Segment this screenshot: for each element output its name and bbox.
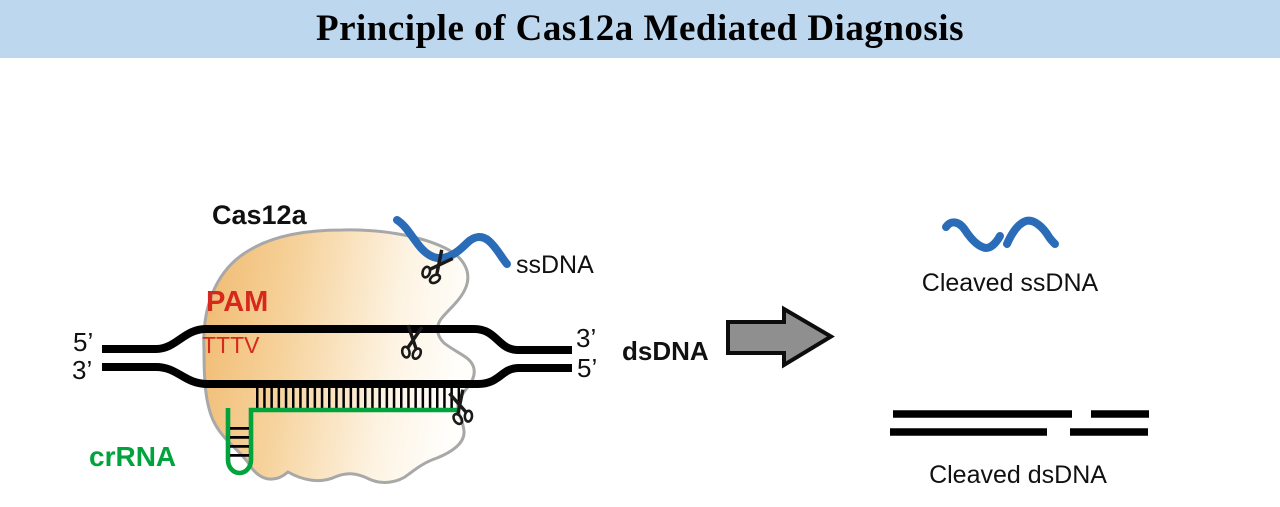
dna-end-label-left-top: 5’ bbox=[73, 327, 94, 357]
pam-label: PAM bbox=[206, 286, 269, 318]
dna-end-label-right-top: 3’ bbox=[576, 323, 597, 353]
cleaved-ssdna-fragment bbox=[1003, 216, 1059, 248]
title-bar: Principle of Cas12a Mediated Diagnosis bbox=[0, 0, 1280, 58]
cleaved-ssdna-label: Cleaved ssDNA bbox=[921, 269, 1099, 297]
cas12a-label: Cas12a bbox=[212, 200, 307, 230]
dsdna-bottom-strand bbox=[102, 363, 572, 388]
ssdna-strand bbox=[393, 216, 511, 268]
cleaved-ssdna-fragment bbox=[942, 218, 1004, 253]
page-title: Principle of Cas12a Mediated Diagnosis bbox=[316, 8, 964, 49]
pam-sequence-label: TTTV bbox=[202, 332, 260, 358]
dsdna-label: dsDNA bbox=[622, 336, 709, 366]
crrna-label: crRNA bbox=[89, 441, 177, 472]
ssdna-label: ssDNA bbox=[516, 251, 594, 279]
dsdna-top-strand bbox=[102, 325, 572, 354]
dna-end-label-left-bottom: 3’ bbox=[72, 355, 93, 385]
dna-end-label-right-bottom: 5’ bbox=[577, 353, 598, 383]
crrna-strand bbox=[225, 407, 460, 476]
cleaved-dsdna-label: Cleaved dsDNA bbox=[929, 461, 1107, 489]
right-arrow-icon bbox=[726, 305, 835, 369]
